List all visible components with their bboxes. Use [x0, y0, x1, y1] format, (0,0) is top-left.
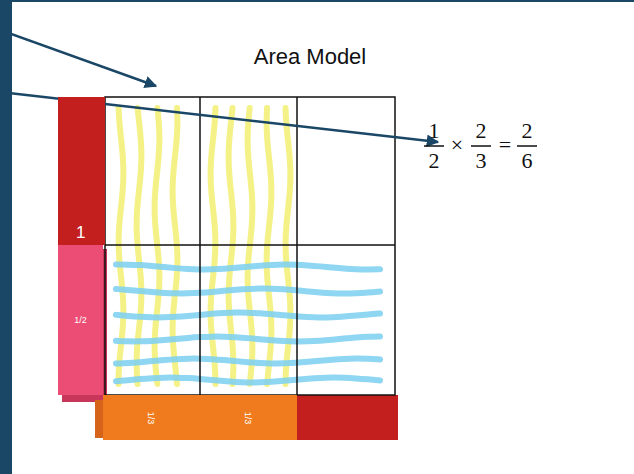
fraction-bar — [424, 145, 537, 147]
diagram-title: Area Model — [254, 44, 367, 70]
blue-stroke — [116, 313, 380, 318]
piece-label: 1 — [76, 223, 85, 243]
half-piece: 1/2 — [58, 245, 103, 395]
piece-label: 1/2 — [74, 315, 87, 325]
equation-term: 2 — [476, 120, 487, 142]
frame-strip — [0, 0, 12, 474]
yellow-stroke — [211, 108, 216, 384]
equation-term: 1 — [429, 120, 440, 142]
blue-stroke — [116, 359, 380, 364]
piece-label: 1/3 — [243, 411, 253, 424]
shading-strokes — [116, 108, 380, 384]
blue-stroke — [116, 378, 380, 383]
piece-label: 1/3 — [146, 411, 156, 424]
blue-stroke — [116, 289, 380, 294]
yellow-stroke — [173, 108, 178, 384]
blue-stroke — [116, 265, 380, 270]
equation-term: 6 — [522, 150, 533, 172]
yellow-stroke — [229, 108, 234, 384]
unit-piece: 1 — [58, 97, 105, 245]
equation-term: = — [499, 134, 511, 156]
blue-stroke — [116, 337, 380, 342]
yellow-stroke — [248, 108, 253, 384]
third-bar-unit — [297, 395, 398, 440]
equation-term: 2 — [429, 150, 440, 172]
third-piece: 1/3 — [200, 395, 297, 440]
frame-top — [0, 0, 634, 2]
equation-term: 3 — [476, 150, 487, 172]
equation-term: 2 — [522, 120, 533, 142]
grid — [105, 97, 395, 395]
third-piece: 1/3 — [103, 395, 200, 440]
equation-term: × — [451, 134, 463, 156]
